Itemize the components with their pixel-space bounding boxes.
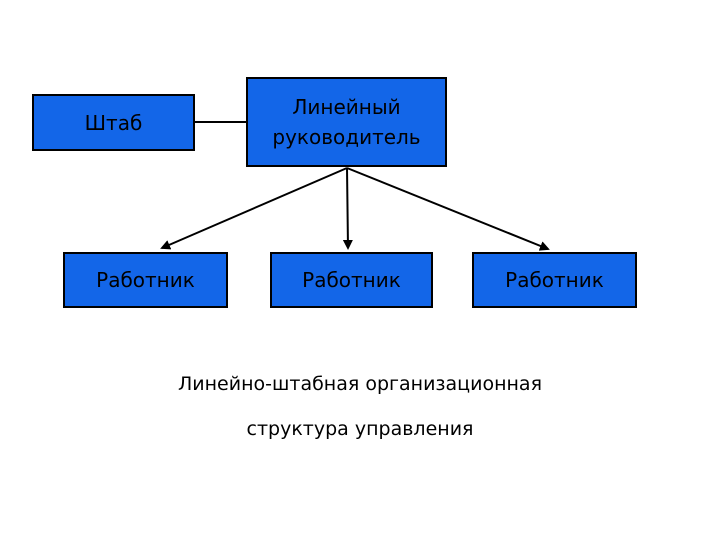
diagram-caption: Линейно-штабная организационная структур… <box>0 372 720 441</box>
arrow-manager-worker-3 <box>346 167 550 251</box>
arrow-manager-worker-2 <box>342 167 353 250</box>
node-worker-3-label: Работник <box>505 268 604 292</box>
diagram-caption-line-2: структура управления <box>246 418 474 440</box>
node-worker-1: Работник <box>63 252 228 308</box>
node-staff: Штаб <box>32 94 195 151</box>
diagram-caption-line-1: Линейно-штабная организационная <box>178 373 542 395</box>
arrow-manager-worker-1 <box>160 167 348 250</box>
node-worker-3: Работник <box>472 252 637 308</box>
node-worker-2-label: Работник <box>302 268 401 292</box>
node-worker-1-label: Работник <box>96 268 195 292</box>
node-line-manager-label: Линейный руководитель <box>272 95 421 149</box>
node-worker-2: Работник <box>270 252 433 308</box>
node-staff-label: Штаб <box>84 110 143 135</box>
node-line-manager: Линейный руководитель <box>246 77 447 167</box>
